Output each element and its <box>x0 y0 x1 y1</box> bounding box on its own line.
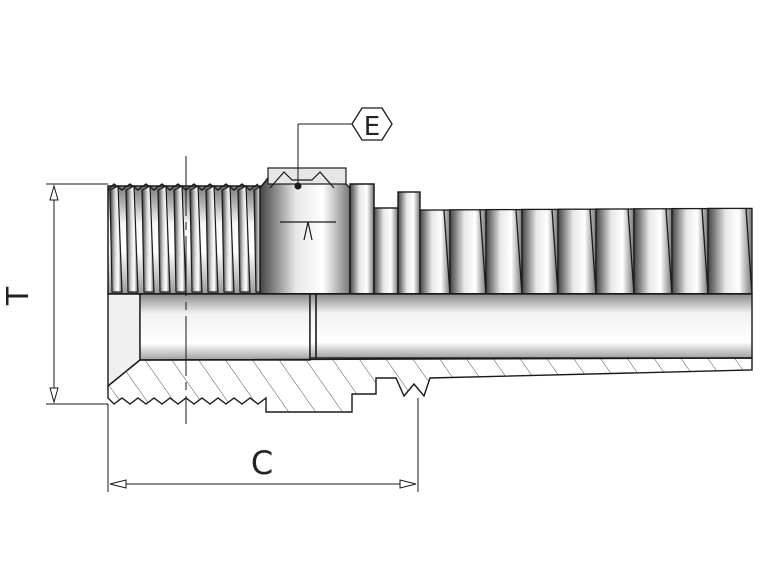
hex-body <box>259 167 375 295</box>
dimension-t: T <box>1 183 108 405</box>
lower-section <box>107 357 753 413</box>
label-t: T <box>1 286 36 306</box>
male-thread-upper <box>107 183 267 295</box>
barb-rib <box>707 207 753 295</box>
callout-e: E <box>294 107 393 190</box>
barb-rib <box>633 208 673 295</box>
label-e: E <box>364 112 380 142</box>
label-c: C <box>251 444 273 482</box>
barb-rib-edge <box>443 209 451 295</box>
barb-rib-edge <box>479 209 487 295</box>
hose-barb-upper <box>373 191 753 295</box>
thread-crest <box>189 185 203 293</box>
thread-crest <box>157 185 171 293</box>
barb-rib-edge <box>627 208 635 295</box>
thread-crest <box>221 185 235 293</box>
barb-rib-edge <box>589 209 597 295</box>
barb-rib-edge <box>701 208 709 295</box>
thread-crest <box>125 185 139 293</box>
barb-rib <box>671 207 709 295</box>
barb-rib <box>449 209 487 295</box>
barb-rib-edge <box>551 209 559 295</box>
barb-rib <box>485 208 523 295</box>
barb-rib-edge <box>515 209 523 295</box>
thread-crest <box>109 185 123 293</box>
barb-rib-edge <box>665 208 673 295</box>
thread-crest <box>205 185 219 293</box>
hex-callout-icon <box>351 107 393 141</box>
barb-rib <box>595 208 635 295</box>
thread-crest <box>141 185 155 293</box>
dimension-c: C <box>107 398 419 492</box>
barb-rib-edge <box>745 208 753 295</box>
barb-rib <box>557 208 597 295</box>
thread-crest <box>237 185 251 293</box>
